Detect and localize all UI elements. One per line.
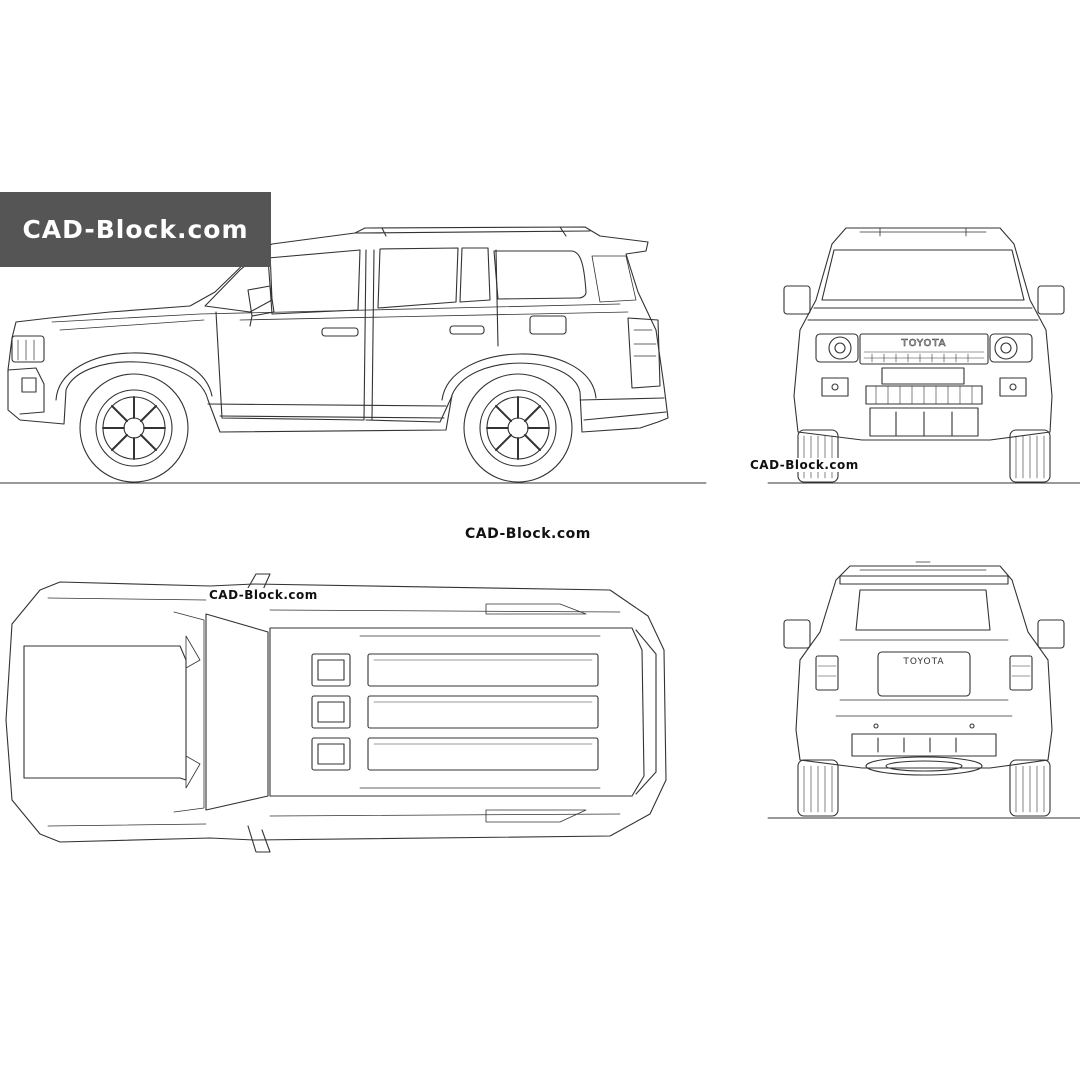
front-windshield — [821, 249, 1025, 301]
side-roof-rail — [354, 226, 591, 237]
front-left-headlight — [815, 333, 859, 363]
rear-left-mirror — [783, 619, 811, 649]
top-hood — [23, 645, 187, 781]
top-roof-panel-1 — [311, 653, 351, 687]
rear-window — [855, 589, 991, 631]
side-front-window — [267, 249, 361, 315]
front-view — [767, 227, 1080, 484]
side-body-outline — [7, 226, 669, 433]
rear-right-mirror — [1037, 619, 1065, 649]
rear-tailgate-panel — [877, 651, 971, 697]
top-roof-panel-2 — [311, 695, 351, 729]
top-view-watermark: CAD-Block.com — [207, 588, 320, 602]
side-view — [0, 226, 707, 484]
front-left-foglight — [821, 377, 849, 397]
front-grille-badge: TOYOTA — [900, 338, 946, 349]
side-rear-window — [377, 247, 459, 309]
rear-right-taillight — [1009, 655, 1033, 691]
rear-left-tire — [797, 759, 839, 817]
front-license-plate — [881, 367, 965, 385]
watermark-banner: CAD-Block.com — [0, 192, 271, 267]
rear-right-tire — [1009, 759, 1051, 817]
top-roof-rack-bar-2 — [367, 695, 599, 729]
side-rocker-panel — [207, 403, 447, 419]
front-view-watermark: CAD-Block.com — [748, 458, 861, 472]
side-front-door-handle — [321, 327, 359, 337]
banner-label: CAD-Block.com — [22, 215, 249, 244]
top-roof-rack-bar-1 — [367, 653, 599, 687]
side-headlight — [11, 335, 45, 363]
top-view — [5, 573, 667, 853]
top-body-outline — [5, 581, 667, 843]
front-grille — [859, 333, 989, 365]
side-door-seams — [215, 249, 499, 423]
side-rear-wheel — [463, 373, 573, 483]
rear-tailgate-badge: TOYOTA — [902, 657, 944, 667]
top-roof — [269, 627, 645, 797]
side-rear-quarter-window — [459, 247, 491, 303]
front-left-mirror — [783, 285, 811, 315]
side-fuel-door — [529, 315, 567, 335]
top-windshield — [205, 613, 269, 811]
top-left-mirror — [247, 573, 271, 593]
front-right-mirror — [1037, 285, 1065, 315]
top-rear-window — [635, 629, 657, 795]
side-rear-fender-flare — [441, 353, 597, 401]
rear-spoiler — [839, 575, 1009, 585]
center-watermark: CAD-Block.com — [463, 526, 593, 542]
top-right-mirror — [247, 825, 271, 853]
side-front-wheel — [79, 373, 189, 483]
side-front-fender-flare — [55, 352, 213, 401]
side-rear-bumper — [579, 397, 667, 421]
rear-spare-tire — [865, 756, 983, 776]
front-right-headlight — [989, 333, 1033, 363]
front-right-tire — [1009, 429, 1051, 483]
front-skid-plate — [869, 407, 979, 437]
rear-left-taillight — [815, 655, 839, 691]
rear-view — [767, 561, 1080, 819]
side-front-bumper — [7, 367, 45, 415]
side-taillight — [627, 317, 661, 389]
front-body-outline — [793, 227, 1053, 441]
side-rear-door-handle — [449, 325, 485, 335]
front-hood-line — [807, 307, 1039, 321]
top-roof-rack-bar-3 — [367, 737, 599, 771]
rear-bumper — [851, 733, 997, 757]
rear-body-outline — [795, 565, 1053, 769]
top-roof-panel-3 — [311, 737, 351, 771]
front-right-foglight — [999, 377, 1027, 397]
front-left-tire — [797, 429, 839, 483]
side-cargo-window — [493, 250, 587, 300]
